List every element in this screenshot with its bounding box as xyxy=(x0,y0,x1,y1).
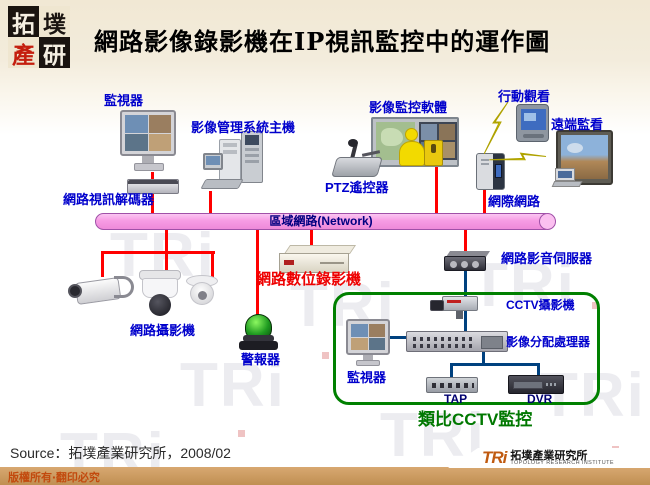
watermark-dot xyxy=(322,352,329,359)
seal-char: 研 xyxy=(39,37,70,69)
screen-tile xyxy=(125,115,148,133)
connector-line xyxy=(165,229,168,253)
laptop-icon xyxy=(551,168,583,188)
tri-seal-logo: 拓 墣 產 研 xyxy=(8,6,70,69)
connector-line xyxy=(450,363,540,366)
video-distributor-device-icon xyxy=(406,331,508,352)
control-keypad-icon xyxy=(424,140,443,166)
label-cctv-monitor: 監視器 xyxy=(347,370,387,385)
screen-tile xyxy=(125,133,148,151)
label-ip-cameras: 網路攝影機 xyxy=(130,323,196,338)
connector-line xyxy=(101,253,104,277)
label-monitor: 監視器 xyxy=(104,93,144,108)
lightning-bolt-icon xyxy=(484,102,509,154)
management-host-device-icon xyxy=(200,131,265,191)
tri-watermark: TRi xyxy=(470,251,576,320)
label-remote-view: 遠端監看 xyxy=(551,117,604,132)
connector-line xyxy=(483,189,486,215)
copyright-text: 版權所有‧翻印必究 xyxy=(8,472,100,484)
tri-logo-en: TOPOLOGY RESEARCH INSTITUTE xyxy=(510,459,614,466)
dvr-device-icon xyxy=(508,375,564,394)
connector-line xyxy=(537,363,540,376)
label-distributor: 影像分配處理器 xyxy=(506,335,591,349)
screen-tile xyxy=(368,337,385,350)
cctv-camera-icon xyxy=(430,294,480,320)
screen-tile xyxy=(148,133,171,151)
label-software: 影像監控軟體 xyxy=(369,100,448,115)
label-management-host: 影像管理系統主機 xyxy=(191,120,296,135)
label-video-decoder: 網路視訊解碼器 xyxy=(63,192,155,207)
connector-line xyxy=(165,253,168,273)
tri-footer-logo: TRi 拓墣產業研究所 TOPOLOGY RESEARCH INSTITUTE xyxy=(448,448,650,468)
lan-bus-endcap xyxy=(539,213,556,230)
label-tap: TAP xyxy=(444,392,468,406)
connector-line xyxy=(435,164,438,215)
seal-char: 拓 xyxy=(8,6,39,38)
seal-char: 產 xyxy=(8,37,39,69)
monitor-device-icon xyxy=(120,110,176,156)
internet-modem-icon xyxy=(476,153,505,190)
screen-tile xyxy=(148,115,171,133)
screen-tile xyxy=(368,324,385,337)
connector-line xyxy=(151,172,154,180)
label-dvr: DVR xyxy=(527,392,553,406)
connector-line xyxy=(101,251,215,254)
label-internet: 網際網路 xyxy=(488,194,541,209)
seal-char: 墣 xyxy=(39,6,70,38)
analog-cctv-zone xyxy=(333,292,600,405)
connector-line xyxy=(151,193,154,215)
lightning-bolt-icon xyxy=(488,152,547,161)
alarm-beacon-icon xyxy=(238,314,278,350)
operator-person-icon xyxy=(399,128,425,166)
screen-tile xyxy=(351,337,368,350)
source-text: Source：拓墣產業研究所，2008/02 xyxy=(10,445,231,461)
lan-bus: 區域網路(Network) xyxy=(95,213,547,230)
mini-dome-camera-icon xyxy=(186,275,218,309)
connector-line xyxy=(450,363,453,378)
connector-line xyxy=(464,229,467,252)
watermark-dot xyxy=(238,430,245,437)
mobile-pda-icon xyxy=(516,104,549,142)
connector-line xyxy=(388,336,408,339)
label-alarm: 警報器 xyxy=(241,352,281,367)
nvr-device-icon xyxy=(279,245,357,275)
connector-line xyxy=(256,229,259,316)
label-analog-cctv-zone: 類比CCTV監控 xyxy=(418,410,533,429)
tri-logo-abbr: TRi xyxy=(482,448,507,467)
monitor-stand xyxy=(142,156,154,163)
ptz-joystick-device-icon xyxy=(331,139,383,179)
cctv-monitor-device-icon xyxy=(346,319,390,355)
connector-line xyxy=(209,191,212,215)
connector-line xyxy=(211,253,214,278)
ptz-dome-camera-icon xyxy=(137,270,183,318)
box-camera-icon xyxy=(66,274,136,314)
monitor-base xyxy=(134,163,164,171)
label-nvr: 網路數位錄影機 xyxy=(256,271,362,288)
tri-watermark: TRi xyxy=(180,351,286,420)
av-server-device-icon xyxy=(444,251,491,272)
video-decoder-device-icon xyxy=(127,179,179,194)
connector-line xyxy=(310,229,313,248)
monitor-stand xyxy=(363,355,373,360)
monitor-base xyxy=(356,360,380,366)
tri-logo-cn: 拓墣產業研究所 xyxy=(510,448,588,462)
label-cctv-camera: CCTV攝影機 xyxy=(506,298,575,312)
screen-tile xyxy=(351,324,368,337)
tap-device-icon xyxy=(426,377,478,393)
label-mobile-view: 行動觀看 xyxy=(498,89,551,104)
footer-bar xyxy=(0,467,650,485)
label-ptz-remote: PTZ遙控器 xyxy=(325,180,389,195)
label-av-server: 網路影音伺服器 xyxy=(501,251,593,266)
connector-line xyxy=(482,351,485,365)
page-title: 網路影像錄影機在IP視訊監控中的運作圖 xyxy=(94,27,551,56)
